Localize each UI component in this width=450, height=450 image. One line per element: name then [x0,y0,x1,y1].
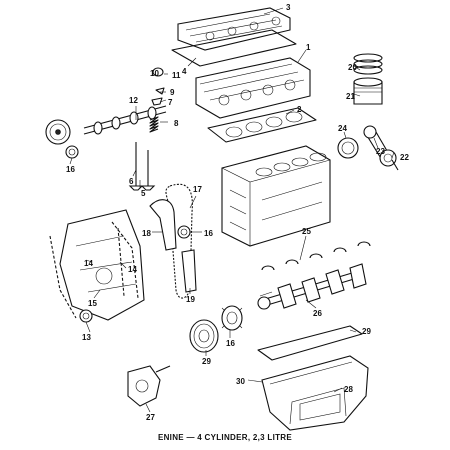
valve-cover [177,7,291,51]
callout-24: 25 [302,227,311,236]
callout-16-upper: 16 [66,165,75,174]
rear-seal [337,137,359,159]
callout-29-lower: 30 [236,377,245,386]
crankshaft [257,263,367,310]
callout-6: 6 [129,177,134,186]
camshaft-sprocket [45,119,71,145]
callout-25: 26 [313,309,322,318]
callout-2: 2 [297,105,302,114]
callout-18: 18 [142,229,151,238]
valve-2 [140,150,156,191]
camshaft [83,105,167,135]
crankshaft-pulley [189,319,219,353]
valve-retainer [151,97,163,106]
engine-block [221,145,331,247]
oil-pan [261,355,369,431]
oil-pan-gasket [257,325,363,361]
callout-30: 27 [146,413,155,422]
timing-cover-gasket [111,221,139,299]
crankshaft-sprocket [221,305,243,331]
valve-cover-gasket [171,29,297,67]
callout-28: 28 [344,385,353,394]
callout-27: 29 [202,357,211,366]
callout-22: 22 [400,153,409,162]
camshaft-seal [65,145,79,159]
callout-21: 21 [346,92,355,101]
callout-8: 8 [174,119,179,128]
callout-3: 3 [286,3,291,12]
valve-keeper [155,87,165,95]
callout-11: 11 [172,71,181,80]
front-cover-gasket [49,235,77,319]
piston [353,77,383,105]
oil-pump [127,365,171,407]
front-seal [79,309,93,323]
diagram-caption: ENINE — 4 CYLINDER, 2,3 LITRE [157,433,293,442]
callout-19: 19 [186,295,195,304]
callout-14-right: 14 [128,265,137,274]
callout-14-left: 14 [84,259,93,268]
callout-23: 23 [376,147,385,156]
callout-16-middle: 16 [204,229,213,238]
callout-29-upper: 29 [362,327,371,336]
valve-spring [149,116,159,133]
chain-guide [149,199,177,251]
connecting-rod [363,125,397,167]
callout-13: 13 [82,333,91,342]
callout-1: 1 [306,43,311,52]
callout-26: 24 [338,124,347,133]
callout-16-lower: 16 [226,339,235,348]
chain-tensioner [177,225,191,239]
callout-10: 10 [150,69,159,78]
leader-lines [69,7,395,413]
callout-20: 20 [348,63,357,72]
main-bearings [261,241,371,271]
valve-lifter [152,67,164,77]
callout-12: 12 [129,96,138,105]
piston-rings [353,53,383,75]
callout-7: 7 [168,98,173,107]
callout-17: 17 [193,185,202,194]
callout-5: 5 [141,189,146,198]
timing-chain [165,183,193,299]
chain-rail [181,249,197,293]
callout-15: 15 [88,299,97,308]
rod-bolt [391,159,399,171]
callout-9: 9 [170,88,175,97]
timing-cover [59,209,145,321]
head-gasket [207,107,317,143]
valve [128,142,144,191]
callout-4: 4 [182,67,187,76]
cylinder-head [195,57,311,119]
